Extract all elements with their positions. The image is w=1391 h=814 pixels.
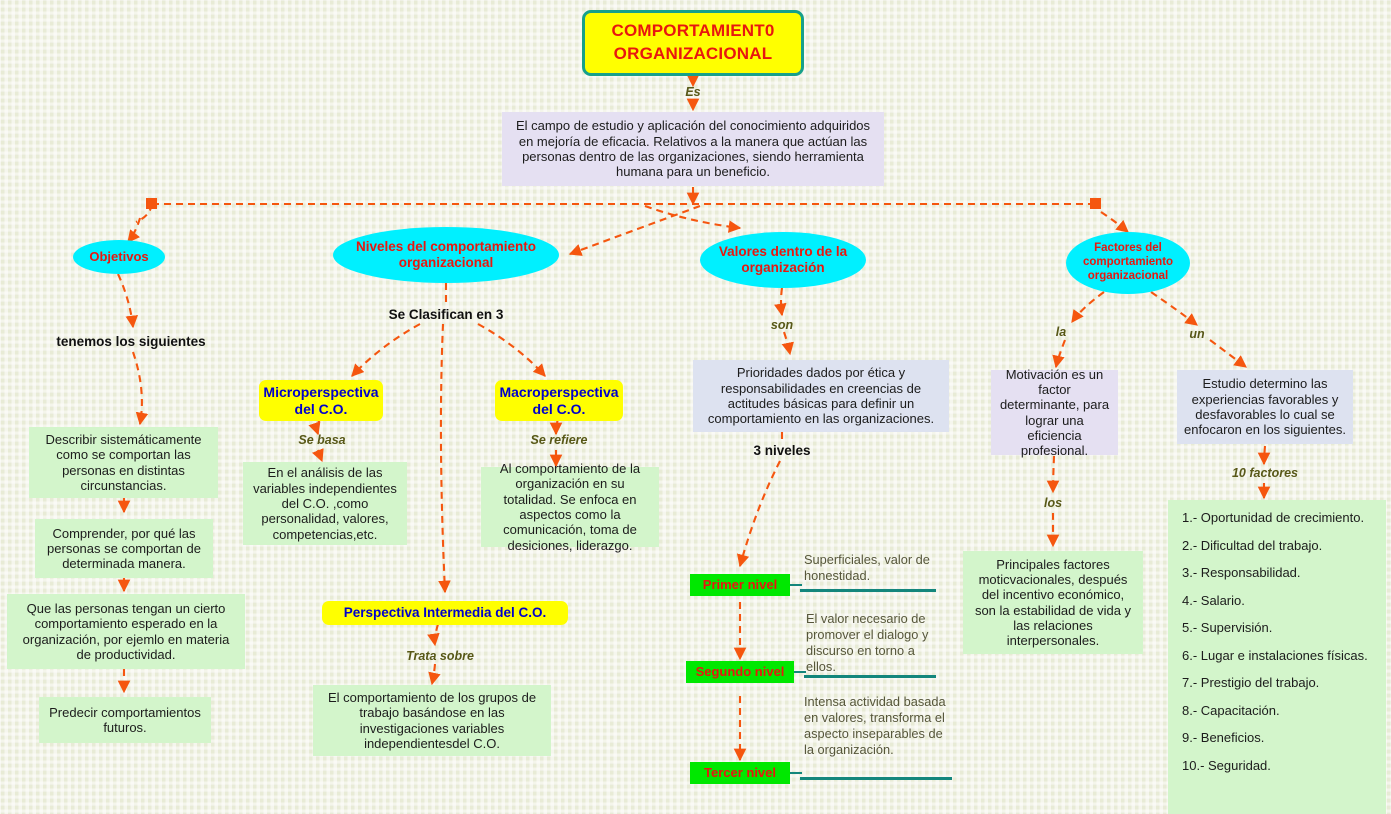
- factor-item: 6.- Lugar e instalaciones físicas.: [1182, 647, 1368, 663]
- node-microperspectiva[interactable]: Microperspectiva del C.O.: [259, 380, 383, 421]
- spine-junction-right: [1090, 198, 1101, 209]
- chip-segundo-nivel[interactable]: Segundo nivel: [686, 661, 794, 683]
- tick-tercer-nivel: [790, 772, 802, 774]
- note-segundo-nivel: El valor necesario de promover el dialog…: [806, 611, 929, 674]
- root-title-line1: COMPORTAMIENT0: [611, 21, 775, 41]
- node-niveles[interactable]: Niveles del comportamiento organizaciona…: [333, 227, 559, 283]
- intermedia-detail-box[interactable]: El comportamiento de los grupos de traba…: [313, 685, 551, 756]
- factor-item: 3.- Responsabilidad.: [1182, 565, 1301, 581]
- link-word-la: la: [1055, 324, 1067, 339]
- factor-item: 8.- Capacitación.: [1182, 702, 1280, 718]
- root-title-line2: ORGANIZACIONAL: [613, 44, 773, 63]
- node-objetivos[interactable]: Objetivos: [73, 240, 165, 274]
- link-word-es: Es: [685, 84, 701, 99]
- tick-segundo-nivel: [794, 671, 806, 673]
- motivacion-detail-box[interactable]: Principales factores moticvacionales, de…: [963, 551, 1143, 654]
- label-tenemos-los-siguientes: tenemos los siguientes: [56, 334, 206, 350]
- node-factores[interactable]: Factores del comportamiento organizacion…: [1066, 232, 1190, 294]
- rule-tercer-nivel: [800, 777, 952, 780]
- motivacion-box[interactable]: Motivación es un factor determinante, pa…: [991, 367, 1118, 458]
- note-primer-nivel: Superficiales, valor de honestidad.: [804, 552, 930, 583]
- root-title-box[interactable]: COMPORTAMIENT0 ORGANIZACIONAL: [582, 10, 804, 76]
- valores-detail-box[interactable]: Prioridades dados por ética y responsabi…: [693, 360, 949, 432]
- factor-item: 5.- Supervisión.: [1182, 620, 1273, 636]
- tick-primer-nivel: [790, 584, 802, 586]
- factor-item: 2.- Dificultad del trabajo.: [1182, 537, 1323, 553]
- objetivo-item-4[interactable]: Predecir comportamientos futuros.: [39, 697, 211, 743]
- factor-item: 4.- Salario.: [1182, 592, 1245, 608]
- spine-junction-left: [146, 198, 157, 209]
- objetivo-item-2[interactable]: Comprender, por qué las personas se comp…: [35, 519, 213, 578]
- rule-segundo-nivel: [804, 675, 936, 678]
- chip-primer-nivel[interactable]: Primer nivel: [690, 574, 790, 596]
- node-macroperspectiva[interactable]: Macroperspectiva del C.O.: [495, 380, 623, 421]
- chip-tercer-nivel[interactable]: Tercer nivel: [690, 762, 790, 784]
- node-perspectiva-intermedia[interactable]: Perspectiva Intermedia del C.O.: [322, 601, 568, 625]
- link-word-se-refiere: Se refiere: [530, 432, 588, 447]
- macro-detail-box[interactable]: Al comportamiento de la organización en …: [481, 461, 659, 553]
- definition-box[interactable]: El campo de estudio y aplicación del con…: [502, 112, 884, 186]
- factor-item: 10.- Seguridad.: [1182, 757, 1271, 773]
- factor-list[interactable]: 1.- Oportunidad de crecimiento. 2.- Difi…: [1168, 500, 1386, 814]
- link-word-los: los: [1043, 495, 1063, 510]
- factor-item: 1.- Oportunidad de crecimiento.: [1182, 510, 1365, 525]
- note-tercer-nivel: Intensa actividad basada en valores, tra…: [804, 694, 946, 757]
- label-3-niveles: 3 niveles: [753, 443, 811, 459]
- objetivo-item-1[interactable]: Describir sistemáticamente como se compo…: [29, 427, 218, 498]
- rule-primer-nivel: [800, 589, 936, 592]
- factor-item: 7.- Prestigio del trabajo.: [1182, 675, 1320, 691]
- link-word-10-factores: 10 factores: [1231, 465, 1298, 480]
- label-se-clasifican-en-3: Se Clasifican en 3: [388, 307, 504, 323]
- link-word-un: un: [1189, 326, 1205, 341]
- link-word-trata-sobre: Trata sobre: [406, 648, 474, 663]
- link-word-se-basa: Se basa: [298, 432, 346, 447]
- factor-item: 9.- Beneficios.: [1182, 730, 1265, 746]
- objetivo-item-3[interactable]: Que las personas tengan un cierto compor…: [7, 594, 245, 669]
- node-valores[interactable]: Valores dentro de la organización: [700, 232, 866, 288]
- link-word-son: son: [770, 317, 794, 332]
- micro-detail-box[interactable]: En el análisis de las variables independ…: [243, 462, 407, 545]
- estudio-box[interactable]: Estudio determino las experiencias favor…: [1177, 370, 1353, 444]
